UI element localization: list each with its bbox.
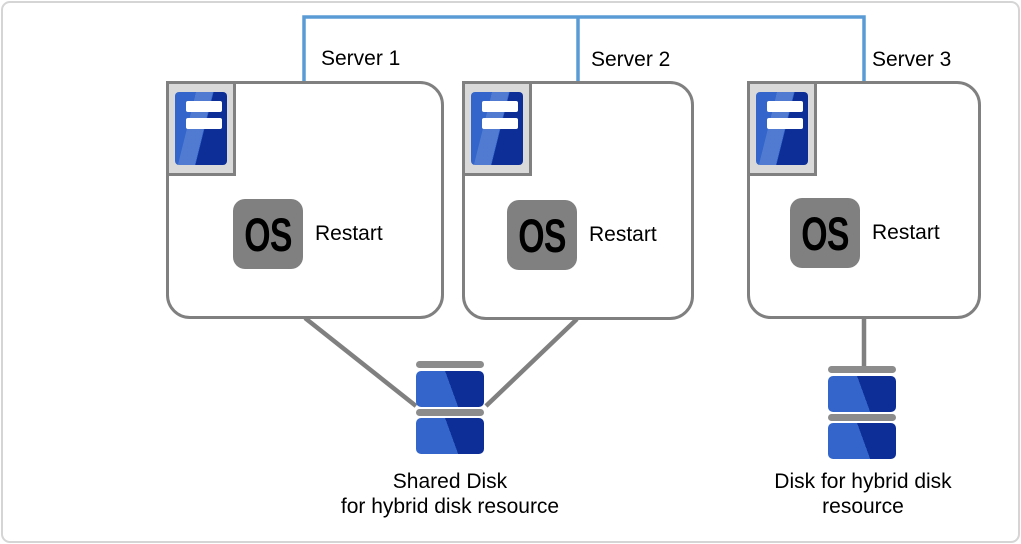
os-icon-label: OS [518, 208, 566, 262]
connector-server2-shared-disk [484, 317, 579, 408]
server-slot-icon [767, 101, 803, 112]
hybrid-disk-caption-line1: Disk for hybrid disk [774, 470, 952, 493]
network-interconnect-line [302, 15, 866, 83]
hybrid-disk-icon [828, 366, 896, 459]
connector-server1-shared-disk [303, 316, 418, 408]
shared-disk-caption: Shared Disk for hybrid disk resource [310, 469, 590, 519]
os-icon: OS [507, 200, 577, 270]
hybrid-disk-caption-line2: resource [822, 495, 904, 518]
server-slot-icon [186, 101, 222, 112]
server-tower-body-icon [471, 92, 523, 165]
server1-os-restart: OS Restart [233, 199, 383, 269]
os-icon-label: OS [244, 207, 292, 261]
server-slot-icon [482, 101, 518, 112]
server-tower-icon [462, 81, 532, 176]
disk-platter-icon [416, 418, 484, 454]
server-tower-body-icon [756, 92, 808, 165]
disk-platter-icon [828, 423, 896, 459]
server2-label: Server 2 [591, 48, 671, 71]
restart-label: Restart [589, 223, 657, 246]
server-slot-icon [482, 118, 518, 129]
shared-disk-caption-line2: for hybrid disk resource [340, 495, 560, 518]
server-slot-icon [186, 118, 222, 129]
os-icon-label: OS [801, 206, 849, 260]
server-tower-icon [166, 81, 236, 176]
server-slot-icon [767, 118, 803, 129]
shared-disk-caption-line1: Shared Disk [392, 470, 508, 493]
server-tower-body-icon [175, 92, 227, 165]
disk-cap-icon [416, 409, 484, 416]
server1-box: OS Restart [166, 81, 444, 319]
disk-cap-icon [828, 414, 896, 421]
restart-label: Restart [872, 221, 940, 244]
disk-cap-icon [828, 366, 896, 373]
restart-label: Restart [315, 222, 383, 245]
hybrid-disk-caption: Disk for hybrid disk resource [733, 469, 993, 519]
os-icon: OS [233, 199, 303, 269]
disk-platter-icon [416, 371, 484, 407]
os-icon: OS [790, 198, 860, 268]
server3-os-restart: OS Restart [790, 198, 940, 268]
server-tower-icon [747, 81, 817, 176]
server1-label: Server 1 [321, 47, 401, 70]
server3-box: OS Restart [747, 81, 981, 319]
server2-os-restart: OS Restart [507, 200, 657, 270]
disk-cap-icon [416, 361, 484, 368]
disk-platter-icon [828, 376, 896, 412]
server3-label: Server 3 [872, 48, 952, 71]
shared-disk-icon [416, 361, 484, 454]
server2-box: OS Restart [462, 81, 694, 320]
